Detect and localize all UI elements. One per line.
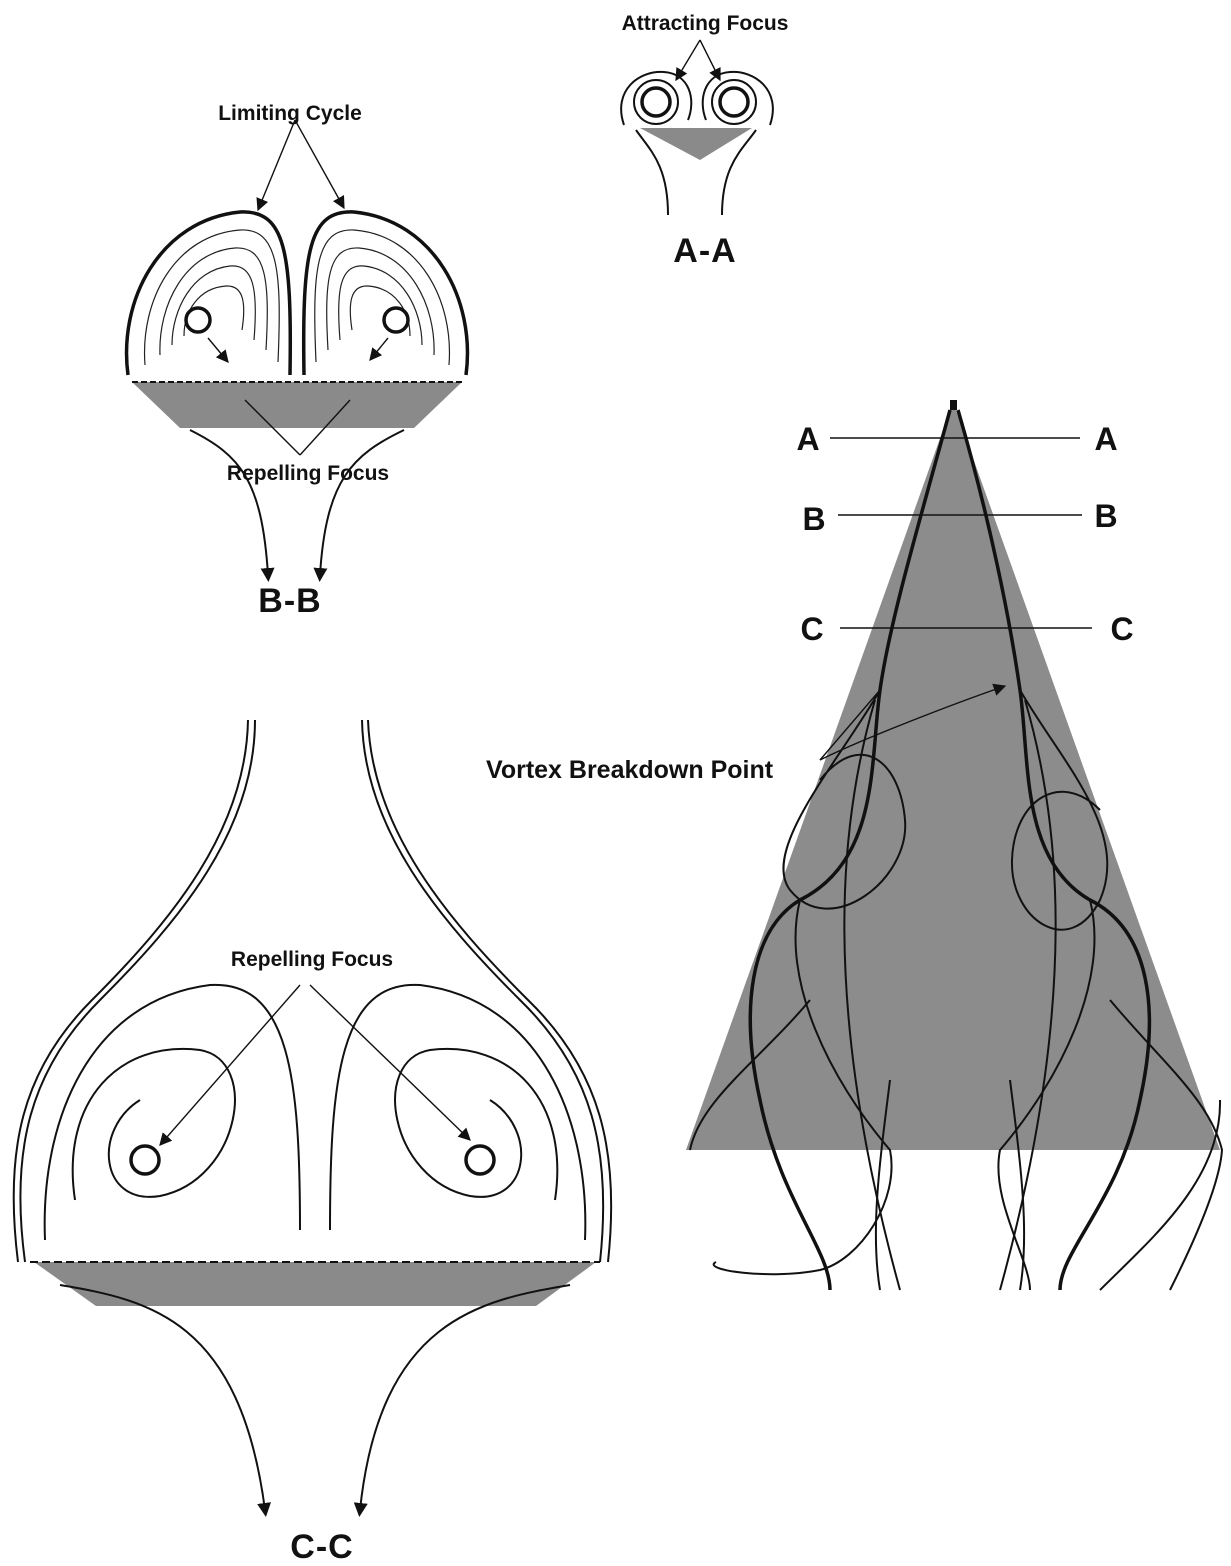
- label-repelling-focus-bb: Repelling Focus: [227, 462, 389, 485]
- section-aa: Attracting Focus A-A: [621, 12, 788, 270]
- cut-c-right: C: [1110, 611, 1133, 647]
- section-cc: Repelling Focus C-C: [14, 720, 612, 1566]
- cut-b-right: B: [1094, 498, 1117, 534]
- label-repelling-focus-cc: Repelling Focus: [231, 948, 393, 971]
- bb-wing-surface: [132, 382, 462, 428]
- section-bb: Limiting Cycle Repelling Focus B-B: [127, 102, 468, 620]
- title-section-aa: A-A: [673, 232, 736, 270]
- label-vortex-breakdown-point: Vortex Breakdown Point: [486, 756, 774, 784]
- label-limiting-cycle: Limiting Cycle: [218, 102, 362, 125]
- cut-a-left: A: [796, 421, 819, 457]
- delta-wing-plan-view: A A B B C C Vortex Breakdown Point: [486, 400, 1222, 1290]
- cut-a-right: A: [1094, 421, 1117, 457]
- title-section-bb: B-B: [258, 582, 321, 620]
- label-attracting-focus: Attracting Focus: [622, 12, 789, 35]
- cut-b-left: B: [802, 501, 825, 537]
- cut-c-left: C: [800, 611, 823, 647]
- cc-wing-surface: [34, 1262, 596, 1306]
- title-section-cc: C-C: [290, 1528, 353, 1566]
- aa-wing-surface: [640, 128, 752, 160]
